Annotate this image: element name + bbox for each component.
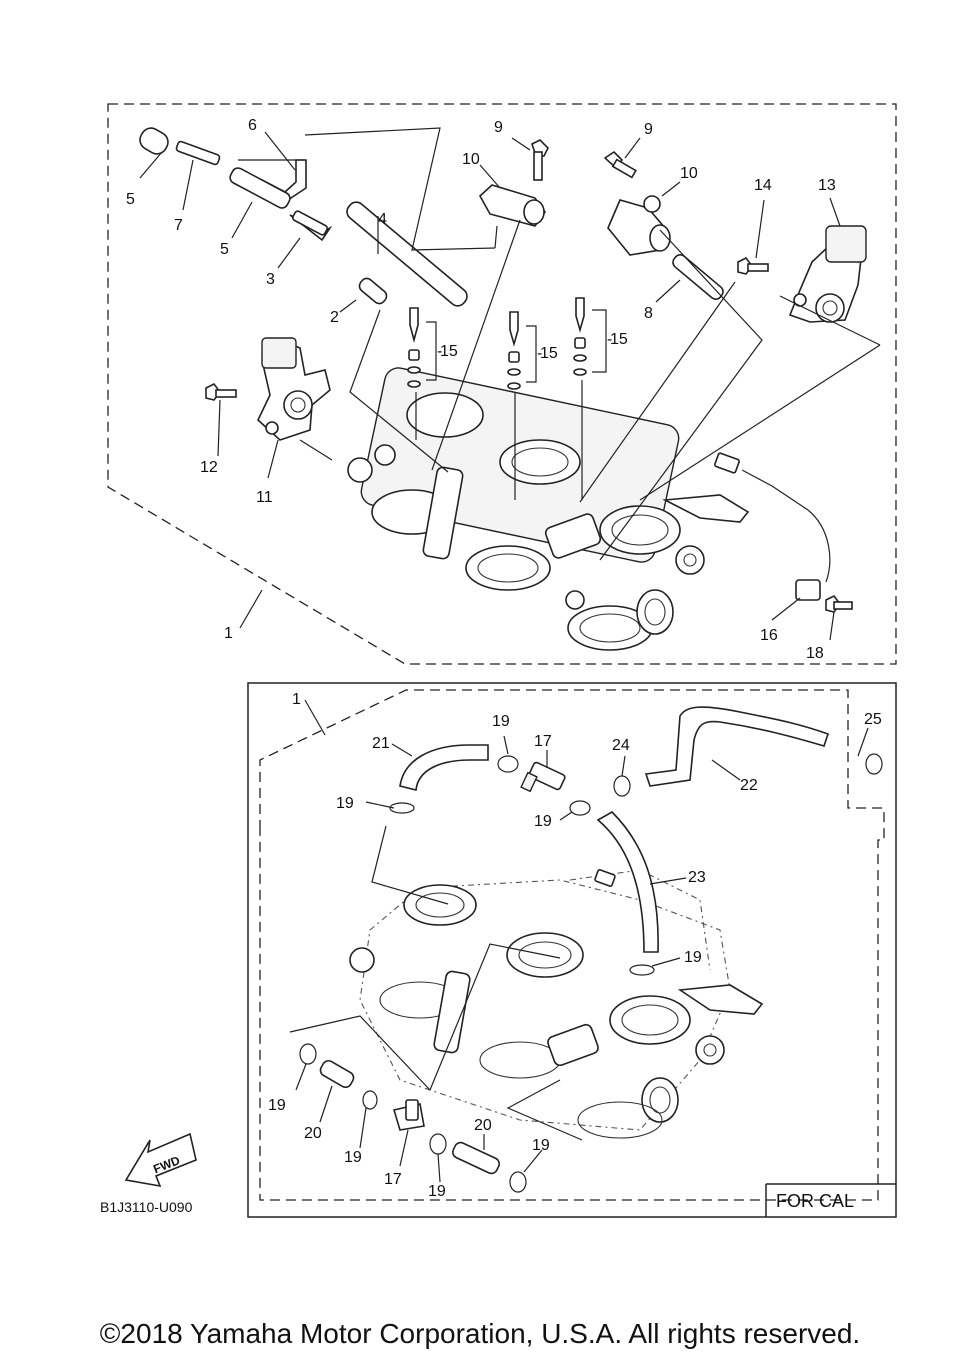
callout-16: 16 (760, 627, 778, 644)
callouts-bottom: 1 17 17 19 19 19 19 19 19 19 19 20 20 21… (268, 691, 882, 1200)
callout-b19e: 19 (268, 1097, 286, 1114)
callout-9a: 9 (494, 119, 503, 136)
callout-9b: 9 (644, 121, 653, 138)
callouts-top: 1 2 3 4 5 5 6 7 8 9 9 10 10 11 12 13 14 … (126, 117, 836, 662)
callout-18: 18 (806, 645, 824, 662)
top-assembly: 1 2 3 4 5 5 6 7 8 9 9 10 10 11 12 13 14 … (107, 103, 897, 665)
callout-1: 1 (224, 625, 233, 642)
callout-b19d: 19 (684, 949, 702, 966)
callout-15b: 15 (540, 345, 558, 362)
pilot-screws (407, 297, 607, 390)
callout-5a: 5 (126, 191, 135, 208)
callout-7: 7 (174, 217, 183, 234)
callout-b21: 21 (372, 735, 390, 752)
callout-11: 11 (256, 489, 273, 506)
callout-3: 3 (266, 271, 275, 288)
drawing-code: B1J3110-U090 (100, 1199, 193, 1215)
hoses-top (139, 127, 724, 307)
callout-b19b: 19 (336, 795, 354, 812)
callout-10b: 10 (680, 165, 698, 182)
callout-14: 14 (754, 177, 772, 194)
hoses-bottom (319, 706, 830, 1175)
callout-b23: 23 (688, 869, 706, 886)
callout-b19a: 19 (492, 713, 510, 730)
callout-15c: 15 (610, 331, 628, 348)
map-sensor-right (607, 195, 671, 256)
svg-text:-: - (607, 331, 612, 348)
bolts-top (205, 139, 853, 613)
leader-lines-bottom (289, 699, 869, 1183)
callout-b22: 22 (740, 777, 758, 794)
callout-b19h: 19 (532, 1137, 550, 1154)
callout-6: 6 (248, 117, 257, 134)
svg-text:-: - (437, 343, 442, 360)
callout-b17b: 17 (384, 1171, 402, 1188)
callout-b17a: 17 (534, 733, 552, 750)
copyright-notice: ©2018 Yamaha Motor Corporation, U.S.A. A… (99, 1318, 861, 1349)
callout-b19c: 19 (534, 813, 552, 830)
throttle-body-bottom (349, 869, 764, 1139)
callout-b1: 1 (292, 691, 301, 708)
sensor-right (788, 225, 867, 323)
callout-2: 2 (330, 309, 339, 326)
callout-8: 8 (644, 305, 653, 322)
fwd-arrow-icon: FWD (124, 1132, 197, 1188)
callout-b24: 24 (612, 737, 630, 754)
callout-13: 13 (818, 177, 836, 194)
wire-harness (714, 452, 831, 601)
bottom-assembly: FWD FOR CAL 1 17 17 19 19 19 19 19 19 19… (100, 682, 897, 1218)
leader-lines-top (139, 127, 881, 641)
callout-15a: 15 (440, 343, 458, 360)
callout-b25: 25 (864, 711, 882, 728)
svg-text:-: - (537, 345, 542, 362)
callout-b20a: 20 (304, 1125, 322, 1142)
callout-12: 12 (200, 459, 218, 476)
for-cal-box: FOR CAL (765, 1183, 896, 1217)
map-sensor-left (478, 184, 546, 227)
callout-b19g: 19 (428, 1183, 446, 1200)
throttle-body-top (347, 367, 750, 651)
callout-5b: 5 (220, 241, 229, 258)
callout-b20b: 20 (474, 1117, 492, 1134)
for-cal-label: FOR CAL (776, 1191, 854, 1211)
callout-10a: 10 (462, 151, 480, 168)
callout-b19f: 19 (344, 1149, 362, 1166)
sensor-left (257, 337, 331, 441)
callout-4: 4 (378, 211, 387, 228)
